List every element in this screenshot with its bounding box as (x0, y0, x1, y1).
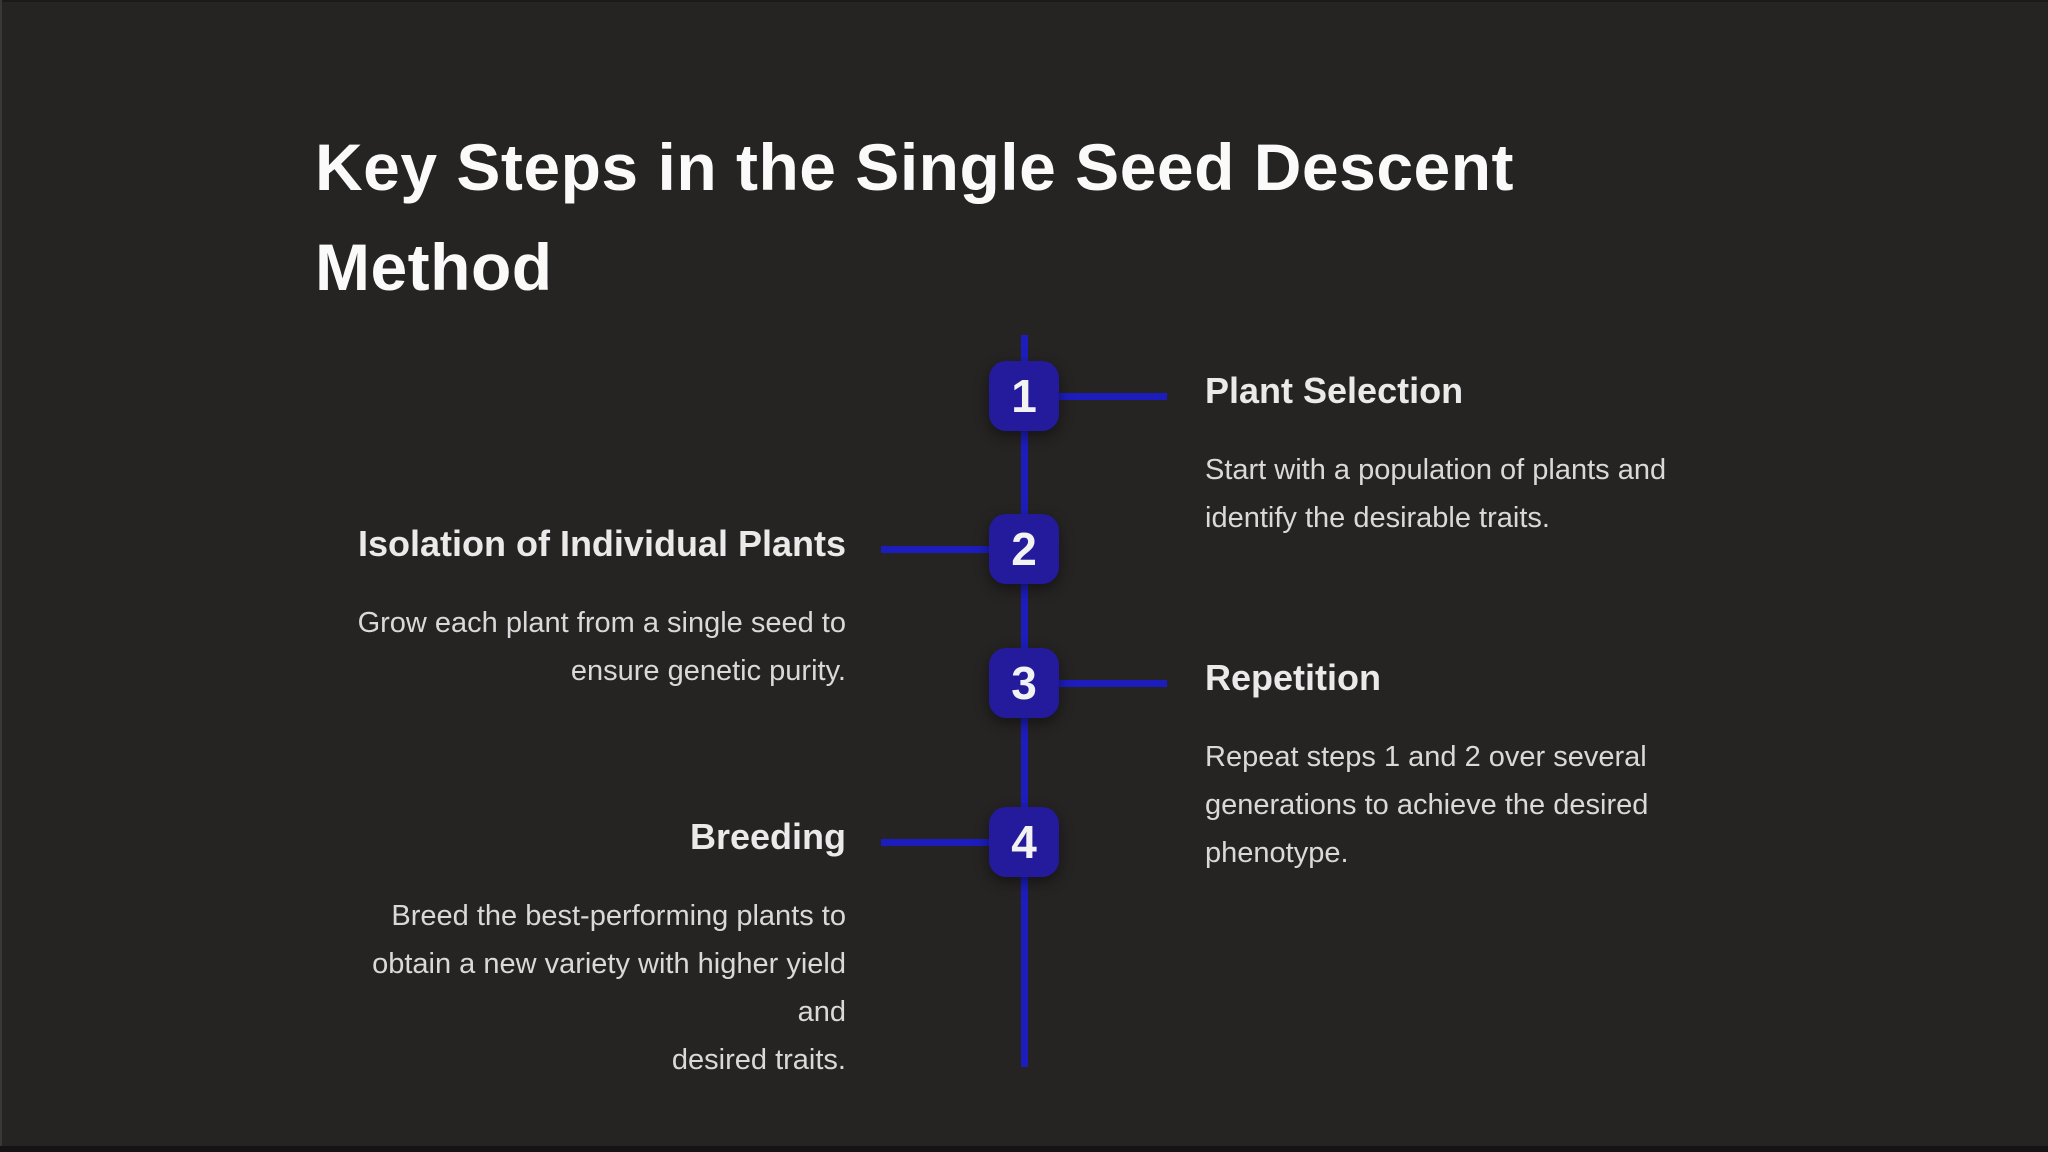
step-2-description: Grow each plant from a single seed to en… (357, 607, 846, 687)
slide-left-edge (0, 0, 2, 1152)
step-1-connector (1059, 393, 1167, 400)
step-1-title: Plant Selection (1205, 370, 1464, 411)
step-2-number: 2 (1011, 523, 1037, 575)
step-2-node: 2 (989, 514, 1059, 584)
slide-top-edge (0, 0, 2048, 2)
step-4-title: Breeding (689, 816, 846, 857)
step-3-description: Repeat steps 1 and 2 over several genera… (1205, 741, 1649, 869)
page-title: Key Steps in the Single Seed Descent Met… (315, 130, 1515, 305)
step-3-title: Repetition (1205, 657, 1381, 698)
step-4-connector (881, 839, 989, 846)
step-2-connector (881, 546, 989, 553)
step-3-node: 3 (989, 648, 1059, 718)
slide-bottom-edge (0, 1146, 2048, 1152)
step-3-connector (1059, 680, 1167, 687)
step-3-number: 3 (1011, 657, 1037, 709)
step-4-description: Breed the best-performing plants to obta… (372, 900, 846, 1076)
step-1-description: Start with a population of plants and id… (1205, 454, 1667, 534)
step-4-node: 4 (989, 807, 1059, 877)
step-2-title: Isolation of Individual Plants (357, 523, 846, 564)
step-1-number: 1 (1011, 370, 1037, 422)
step-1-node: 1 (989, 361, 1059, 431)
step-4-number: 4 (1011, 816, 1037, 868)
